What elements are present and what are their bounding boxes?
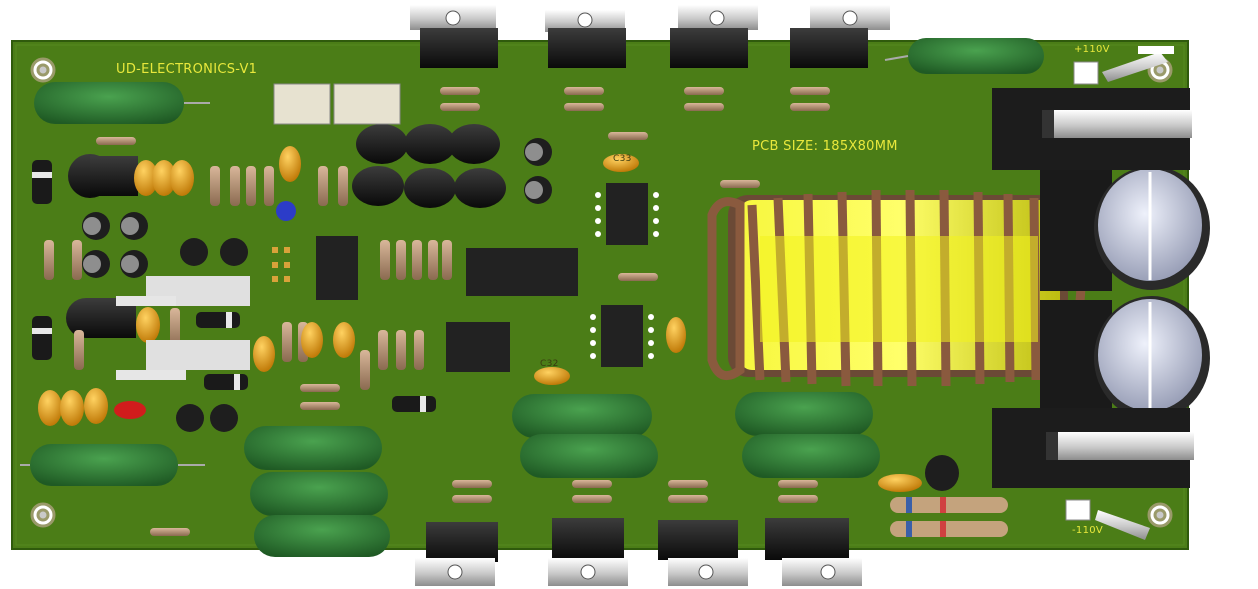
pcb-size-label: PCB SIZE: 185X80MM (752, 139, 898, 154)
to220-transistor-icon (415, 518, 862, 586)
diode (32, 160, 436, 412)
capacitor-label: C33 (613, 154, 632, 164)
to92-transistor (66, 124, 506, 338)
axial-resistor (890, 497, 1008, 537)
board-title: UD-ELECTRONICS-V1 (116, 62, 258, 77)
pin-header (273, 83, 401, 125)
ceramic-capacitor (38, 146, 922, 492)
electrolytic-capacitor (1040, 165, 1210, 420)
to220-transistor-icon (410, 5, 890, 68)
pin-header (272, 247, 290, 282)
rail-terminal (1065, 46, 1174, 540)
ic-chip (316, 183, 648, 372)
led (276, 201, 296, 221)
toroid-inductor-icon (707, 189, 1087, 387)
fuse-holder (992, 88, 1194, 488)
to220-transistor-icon (116, 276, 250, 380)
capacitor-label: C32 (540, 359, 559, 369)
rail-positive-label: +110V (1074, 44, 1110, 55)
led (114, 401, 146, 419)
rail-negative-label: -110V (1072, 525, 1104, 536)
power-resistor (30, 38, 1044, 557)
